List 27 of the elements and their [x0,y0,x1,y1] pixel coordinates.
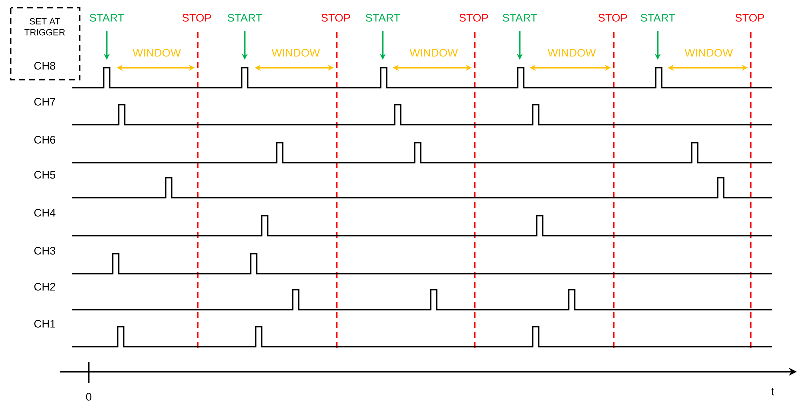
channel-label: CH3 [34,247,56,255]
start-label: START [502,14,538,22]
trigger-box [10,7,81,81]
axis-label: 0 [86,393,92,401]
channel-label: CH4 [34,209,56,217]
stop-label: STOP [736,14,764,22]
channel-label: CH2 [34,283,56,291]
stop-label: STOP [322,14,350,22]
start-label: START [366,14,400,22]
start-label: START [228,14,262,22]
axis-label: t [772,388,774,396]
channel-label: CH8 [34,62,56,70]
window-label: WINDOW [410,49,458,57]
box-heading: SET AT TRIGGER [24,18,66,36]
window-label: WINDOW [548,49,596,57]
start-label: START [640,14,676,22]
stop-label: STOP [598,14,628,22]
window-label: WINDOW [132,49,182,57]
channel-label: CH5 [34,171,56,179]
window-label: WINDOW [684,49,734,57]
stop-label: STOP [182,14,212,22]
window-label: WINDOW [272,49,320,57]
channel-label: CH7 [34,98,56,106]
stop-label: STOP [460,14,488,22]
channel-label: CH6 [34,136,56,144]
channel-label: CH1 [34,320,56,328]
start-label: START [90,14,124,22]
